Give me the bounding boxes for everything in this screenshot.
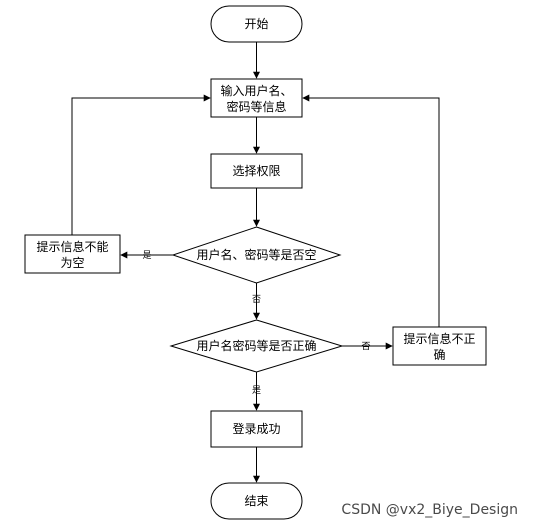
input-label-line1: 输入用户名、 <box>220 83 292 98</box>
empty-yes-label: 是 <box>142 250 151 261</box>
start-label: 开始 <box>244 17 268 31</box>
select-label: 选择权限 <box>232 164 280 178</box>
loop-empty-tip-to-input <box>71 94 211 235</box>
correct-check-decision: 用户名密码等是否正确 <box>169 319 344 373</box>
wrong-tip-line1: 提示信息不正 <box>403 331 475 346</box>
select-permission-box: 选择权限 <box>210 153 303 189</box>
end-terminal: 结束 <box>210 482 303 520</box>
loop-wrong-tip-to-input <box>302 94 440 327</box>
empty-check-decision: 用户名、密码等是否空 <box>171 226 342 284</box>
correct-check-label: 用户名密码等是否正确 <box>196 338 316 353</box>
watermark-text: CSDN @vx2_Biye_Design <box>341 502 518 518</box>
empty-tip-line2: 为空 <box>60 256 84 270</box>
correct-no-label: 否 <box>361 341 370 352</box>
empty-check-label: 用户名、密码等是否空 <box>196 247 316 262</box>
empty-no-label: 否 <box>252 294 261 305</box>
empty-tip-box: 提示信息不能 为空 <box>24 234 121 274</box>
login-success-box: 登录成功 <box>210 410 303 448</box>
correct-yes-label: 是 <box>252 385 261 396</box>
input-process-box: 输入用户名、 密码等信息 <box>210 78 303 118</box>
success-label: 登录成功 <box>232 421 280 436</box>
wrong-tip-line2: 确 <box>433 348 445 362</box>
end-label: 结束 <box>244 494 268 508</box>
empty-tip-line1: 提示信息不能 <box>36 239 108 254</box>
start-terminal: 开始 <box>210 5 303 43</box>
input-label-line2: 密码等信息 <box>226 99 286 114</box>
wrong-tip-box: 提示信息不正 确 <box>392 326 487 366</box>
